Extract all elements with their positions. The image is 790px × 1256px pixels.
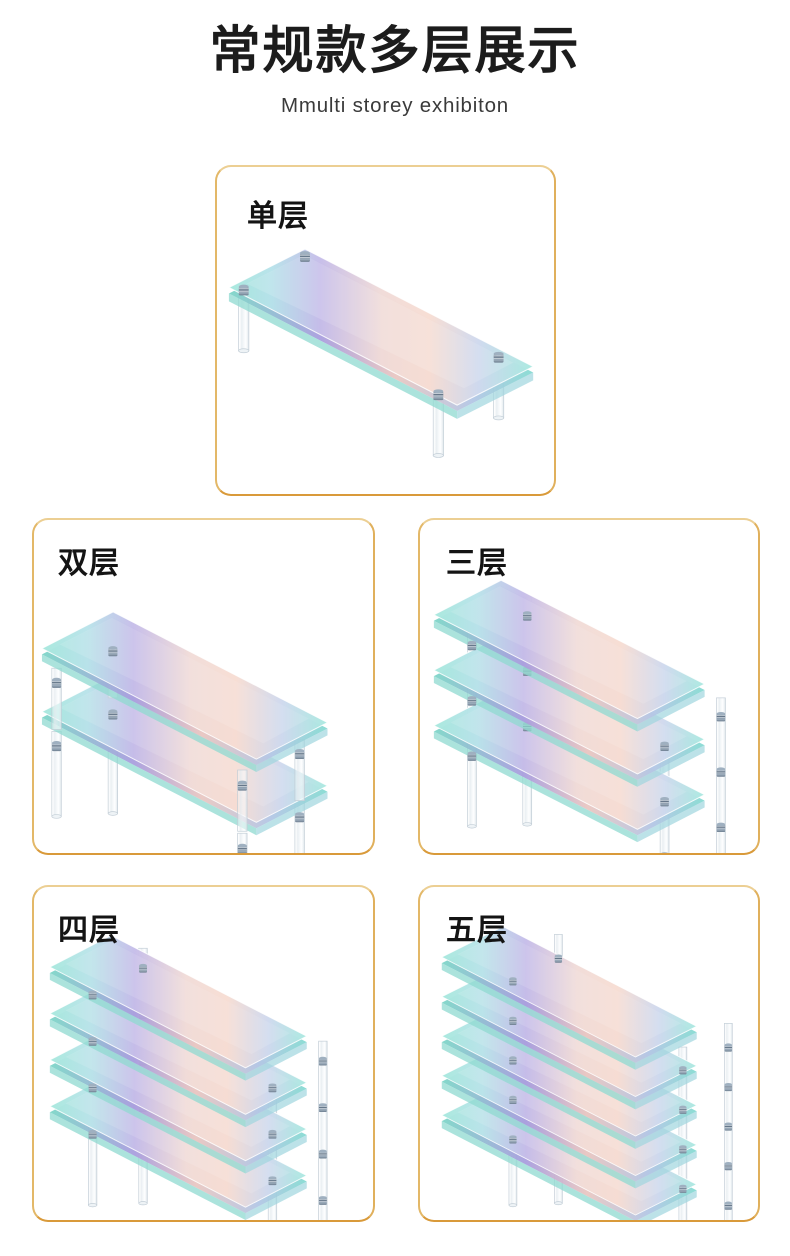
product-card-four-tier[interactable]: 四层 [32, 885, 375, 1222]
card-label: 单层 [247, 200, 309, 233]
page-subtitle: Mmulti storey exhibiton [280, 93, 510, 117]
riser-illustration-2-tier [34, 520, 373, 853]
product-card-single-tier[interactable]: 单层 [215, 165, 556, 496]
product-card-five-tier[interactable]: 五层 [418, 885, 760, 1222]
riser-svg [432, 579, 726, 853]
riser-illustration-1-tier [217, 167, 554, 494]
riser-illustration-5-tier [420, 887, 758, 1220]
card-label: 五层 [446, 914, 508, 947]
card-label: 四层 [58, 914, 120, 947]
product-card-three-tier[interactable]: 三层 [418, 518, 760, 855]
riser-illustration-3-tier [420, 520, 758, 853]
card-label: 三层 [446, 547, 508, 580]
riser-svg [40, 611, 329, 853]
riser-svg [48, 934, 328, 1220]
card-label: 双层 [58, 547, 120, 580]
riser-svg [440, 926, 733, 1220]
page-title: 常规款多层展示 [209, 22, 581, 79]
product-card-two-tier[interactable]: 双层 [32, 518, 375, 855]
page-header: 常规款多层展示 Mmulti storey exhibiton [0, 0, 790, 118]
riser-svg [227, 248, 535, 458]
riser-illustration-4-tier [34, 887, 373, 1220]
